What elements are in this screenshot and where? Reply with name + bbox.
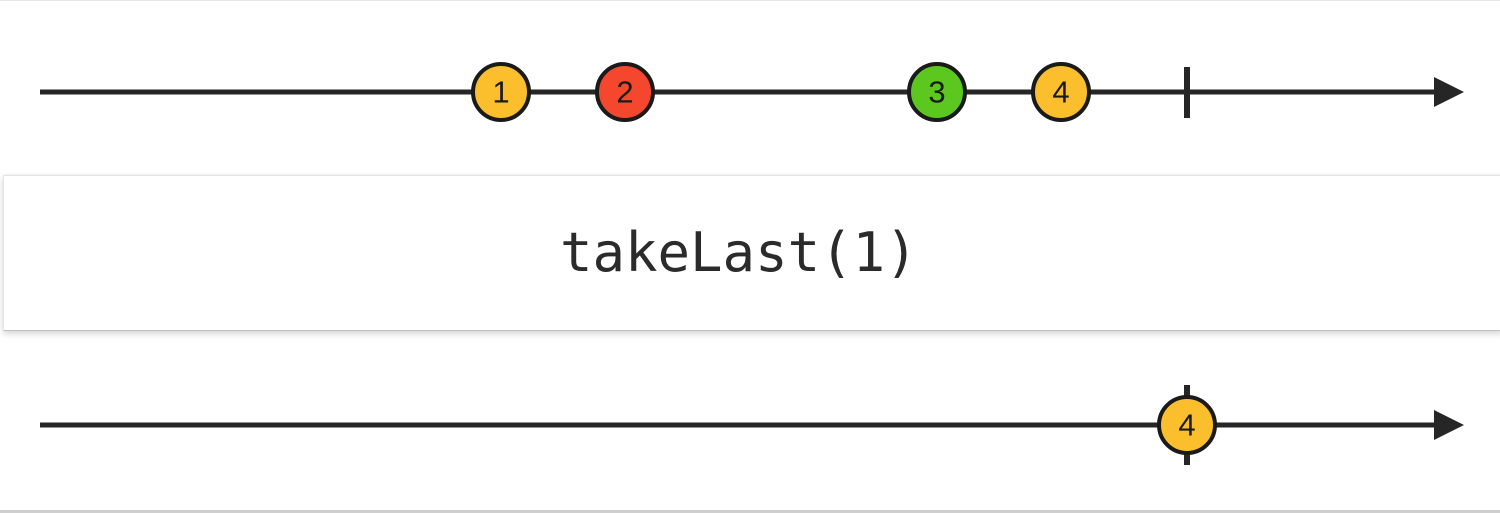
right-arrow-icon	[1434, 410, 1464, 440]
marble-circle	[595, 62, 655, 122]
right-arrow-icon	[1434, 77, 1464, 107]
marble-circle	[1157, 395, 1217, 455]
source-marble-1[interactable]: 1	[471, 62, 531, 122]
marble-value: 2	[616, 75, 633, 110]
marble-circle	[907, 62, 967, 122]
marble-circle	[1031, 62, 1091, 122]
output-marble-4[interactable]: 4	[1157, 395, 1217, 455]
output-timeline-row: 4	[0, 355, 1500, 495]
marble-value: 3	[928, 75, 945, 110]
operator-card[interactable]: takeLast(1)	[3, 175, 1500, 331]
marble-value: 4	[1178, 408, 1195, 443]
source-marble-3[interactable]: 3	[907, 62, 967, 122]
marble-value: 1	[492, 75, 509, 110]
source-marble-4[interactable]: 4	[1031, 62, 1091, 122]
marble-circle	[471, 62, 531, 122]
source-marble-2[interactable]: 2	[595, 62, 655, 122]
operator-label: takeLast(1)	[560, 221, 918, 284]
marble-value: 4	[1052, 75, 1069, 110]
source-timeline-row: 1 2 3 4	[0, 22, 1500, 162]
